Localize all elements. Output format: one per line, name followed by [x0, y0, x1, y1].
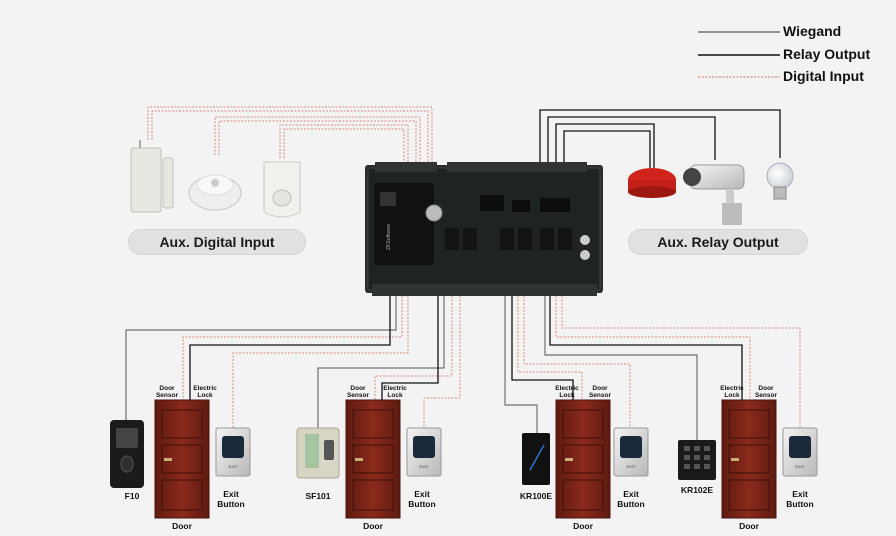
cctv-camera-icon	[683, 164, 745, 225]
door-label: Door	[363, 521, 383, 531]
reader-model-label: KR102E	[680, 485, 714, 495]
door-icon	[721, 399, 777, 519]
alarm-siren-icon	[628, 168, 676, 198]
exit-button-label: Exit Button	[217, 489, 245, 509]
exit-button-label: Exit Button	[408, 489, 436, 509]
svg-text:ZKSoftware: ZKSoftware	[386, 224, 392, 250]
magnetic-door-contact-icon	[130, 140, 174, 213]
door-sensor-label: Door Sensor	[155, 385, 179, 399]
door-sensor-label: Door Sensor	[346, 385, 370, 399]
f10-fingerprint-reader-icon	[110, 420, 144, 488]
door-unit-4: EXIT	[678, 399, 818, 519]
electric-lock-label: Electric Lock	[383, 385, 407, 399]
exit-button-icon: EXIT	[782, 427, 818, 477]
svg-text:EXIT: EXIT	[229, 464, 238, 469]
electric-lock-label: Electric Lock	[720, 385, 744, 399]
aux-digital-input-label: Aux. Digital Input	[128, 229, 306, 255]
electric-lock-label: Electric Lock	[555, 385, 579, 399]
pir-motion-sensor-icon	[263, 161, 301, 218]
reader-model-label: KR100E	[519, 491, 553, 501]
reader-model-label: F10	[124, 491, 140, 501]
door-icon	[345, 399, 401, 519]
kr102e-keypad-reader-icon	[678, 440, 716, 480]
door-sensor-label: Door Sensor	[588, 385, 612, 399]
door-unit-3: EXIT	[522, 399, 649, 519]
sf101-fingerprint-terminal-icon	[296, 427, 340, 479]
legend-relay-output-label: Relay Output	[783, 46, 871, 62]
exit-button-label: Exit Button	[786, 489, 814, 509]
legend-digital-input-label: Digital Input	[783, 68, 864, 84]
reader-model-label: SF101	[305, 491, 331, 501]
legend-wiegand-label: Wiegand	[783, 23, 842, 39]
door-sensor-label: Door Sensor	[754, 385, 778, 399]
exit-button-icon: EXIT	[215, 427, 251, 477]
access-control-board: ZKSoftware	[365, 162, 603, 296]
door-label: Door	[739, 521, 759, 531]
electric-lock-label: Electric Lock	[193, 385, 217, 399]
aux-digital-input-wires	[147, 106, 433, 165]
door-icon	[154, 399, 210, 519]
legend	[698, 31, 780, 78]
door-unit-2: EXIT	[296, 399, 442, 519]
door-icon	[555, 399, 611, 519]
kr100e-card-reader-icon	[522, 433, 550, 485]
svg-text:EXIT: EXIT	[420, 464, 429, 469]
door-label: Door	[573, 521, 593, 531]
exit-button-label: Exit Button	[617, 489, 645, 509]
exit-button-icon: EXIT	[406, 427, 442, 477]
door-wires	[125, 296, 801, 440]
light-bulb-icon	[766, 162, 794, 200]
door-label: Door	[172, 521, 192, 531]
svg-text:EXIT: EXIT	[627, 464, 636, 469]
aux-relay-output-label: Aux. Relay Output	[628, 229, 808, 255]
door-unit-1: EXIT	[110, 399, 251, 519]
aux-relay-output-wires	[539, 109, 781, 168]
smoke-detector-icon	[188, 174, 242, 211]
svg-text:EXIT: EXIT	[796, 464, 805, 469]
exit-button-icon: EXIT	[613, 427, 649, 477]
